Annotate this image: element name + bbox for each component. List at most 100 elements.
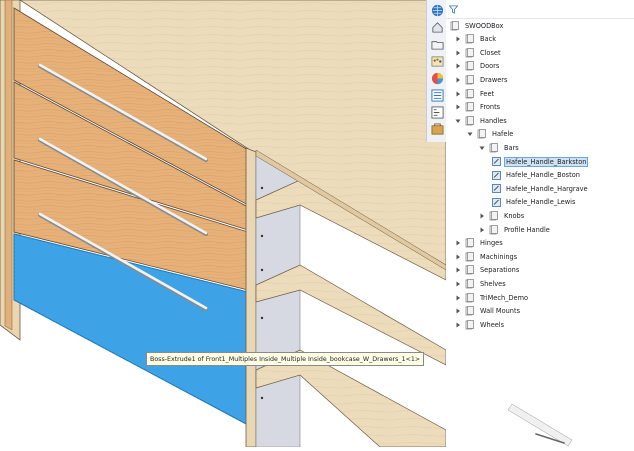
- tree-item-shelves[interactable]: Shelves: [454, 277, 508, 290]
- chevron-down-icon[interactable]: [466, 131, 473, 138]
- folder-icon: [465, 88, 474, 99]
- tree-item-wall-mounts[interactable]: Wall Mounts: [454, 305, 522, 318]
- tree-item-label: Hafele_Handle_Lewis: [506, 198, 576, 207]
- tree-item-label: TriMech_Demo: [480, 293, 529, 302]
- folder-icon: [465, 279, 474, 289]
- tree-item-label: Fronts: [480, 103, 501, 112]
- tree-item-separations[interactable]: Separations: [454, 264, 521, 277]
- properties-icon[interactable]: [430, 105, 444, 119]
- chevron-right-icon[interactable]: [454, 76, 461, 83]
- tree-item-drawers[interactable]: Drawers: [454, 73, 509, 86]
- tree-item-swoodbox[interactable]: SWOODBox: [450, 19, 505, 32]
- folder-icon: [489, 224, 498, 235]
- chevron-right-icon[interactable]: [454, 49, 461, 56]
- chevron-right-icon[interactable]: [454, 294, 461, 301]
- tree-item-fronts[interactable]: Fronts: [454, 101, 502, 114]
- chevron-right-icon[interactable]: [454, 280, 461, 287]
- folder-icon: [465, 265, 474, 275]
- tree-item-back[interactable]: Back: [454, 33, 498, 46]
- folder-icon: [465, 34, 474, 44]
- folder-icon: [465, 319, 474, 330]
- tree-item-label: Separations: [480, 266, 520, 275]
- tree-item-handles[interactable]: Handles: [454, 114, 509, 127]
- tree-item-label: Doors: [480, 62, 500, 71]
- tree-item-label: Bars: [504, 143, 519, 152]
- chevron-right-icon[interactable]: [478, 226, 485, 233]
- open-folder-icon[interactable]: [430, 37, 444, 51]
- tree-item-knobs[interactable]: Knobs: [478, 209, 526, 222]
- filter-icon[interactable]: [449, 4, 458, 14]
- folder-icon: [465, 115, 474, 126]
- tree-item-trimech-demo[interactable]: TriMech_Demo: [454, 291, 530, 304]
- chevron-right-icon[interactable]: [454, 90, 461, 97]
- chevron-right-icon[interactable]: [478, 212, 485, 219]
- handle-bar-1: [38, 63, 208, 162]
- chevron-right-icon[interactable]: [454, 267, 461, 274]
- tree-item-hafele[interactable]: Hafele: [466, 128, 515, 141]
- chevron-right-icon[interactable]: [454, 308, 461, 315]
- folder-icon: [465, 306, 474, 316]
- tree-item-label: Machinings: [480, 252, 518, 261]
- home-icon[interactable]: [430, 20, 444, 34]
- tree-item-hafele-handle-lewis[interactable]: Hafele_Handle_Lewis: [490, 196, 577, 209]
- tree-item-hafele-handle-hargrave[interactable]: Hafele_Handle_Hargrave: [490, 182, 590, 195]
- tree-item-label: Hafele: [492, 130, 514, 139]
- handle-bar-3: [38, 212, 208, 311]
- folder-icon: [489, 143, 498, 153]
- handle-bar-2: [38, 137, 208, 236]
- divider-panel: [245, 147, 257, 447]
- tree-item-label: Shelves: [480, 279, 506, 288]
- list-icon[interactable]: [430, 88, 444, 102]
- filter-bar: [446, 0, 634, 19]
- tree-item-label: Hinges: [480, 239, 503, 248]
- tree-item-label: Profile Handle: [504, 225, 550, 234]
- tree-item-label: Back: [480, 35, 497, 44]
- tree-item-hinges[interactable]: Hinges: [454, 237, 505, 250]
- tree-item-bars[interactable]: Bars: [478, 141, 521, 154]
- folder-icon: [465, 238, 474, 248]
- folder-icon: [465, 61, 474, 71]
- shelf-2: [255, 264, 446, 366]
- chevron-down-icon[interactable]: [454, 117, 461, 124]
- tree-item-doors[interactable]: Doors: [454, 60, 501, 73]
- part-icon: [492, 197, 501, 207]
- appearance-icon[interactable]: [430, 71, 444, 85]
- tree-item-wheels[interactable]: Wheels: [454, 318, 506, 331]
- tree-item-hafele-handle-barkston[interactable]: Hafele_Handle_Barkston: [490, 155, 589, 168]
- tree-item-label: Hafele_Handle_Hargrave: [506, 184, 588, 193]
- tools-icon[interactable]: [430, 122, 444, 136]
- folder-icon: [465, 75, 474, 85]
- graphics-viewport[interactable]: [0, 0, 446, 447]
- folder-icon: [477, 129, 486, 139]
- tree-item-hafele-handle-boston[interactable]: Hafele_Handle_Boston: [490, 169, 582, 182]
- chevron-right-icon[interactable]: [454, 240, 461, 247]
- tree-item-label: SWOODBox: [465, 21, 504, 30]
- globe-icon[interactable]: [430, 3, 444, 17]
- tree-item-label: Closet: [480, 48, 501, 57]
- chevron-right-icon[interactable]: [454, 104, 461, 111]
- tree-item-label: Drawers: [480, 75, 508, 84]
- tree-item-feet[interactable]: Feet: [454, 87, 496, 100]
- part-preview: [506, 402, 586, 447]
- palette-icon[interactable]: [430, 54, 444, 68]
- tree-item-label: Wall Mounts: [480, 307, 520, 316]
- tree-item-label: Handles: [480, 116, 507, 125]
- chevron-down-icon[interactable]: [478, 144, 485, 151]
- chevron-right-icon[interactable]: [454, 321, 461, 328]
- chevron-right-icon[interactable]: [454, 63, 461, 70]
- tree-item-label: Wheels: [480, 320, 505, 329]
- tree-item-machinings[interactable]: Machinings: [454, 250, 519, 263]
- folder-icon: [489, 211, 498, 221]
- chevron-right-icon[interactable]: [454, 36, 461, 43]
- folder-icon: [465, 292, 474, 303]
- part-icon: [492, 157, 501, 166]
- tree-item-profile-handle[interactable]: Profile Handle: [478, 223, 552, 236]
- folder-icon: [465, 102, 474, 112]
- chevron-right-icon[interactable]: [454, 253, 461, 260]
- bookcase-model[interactable]: [0, 0, 446, 447]
- tree-item-label: Knobs: [504, 211, 525, 220]
- tree-item-label: Feet: [480, 89, 495, 98]
- folder-icon: [465, 251, 474, 262]
- tree-item-closet[interactable]: Closet: [454, 46, 503, 59]
